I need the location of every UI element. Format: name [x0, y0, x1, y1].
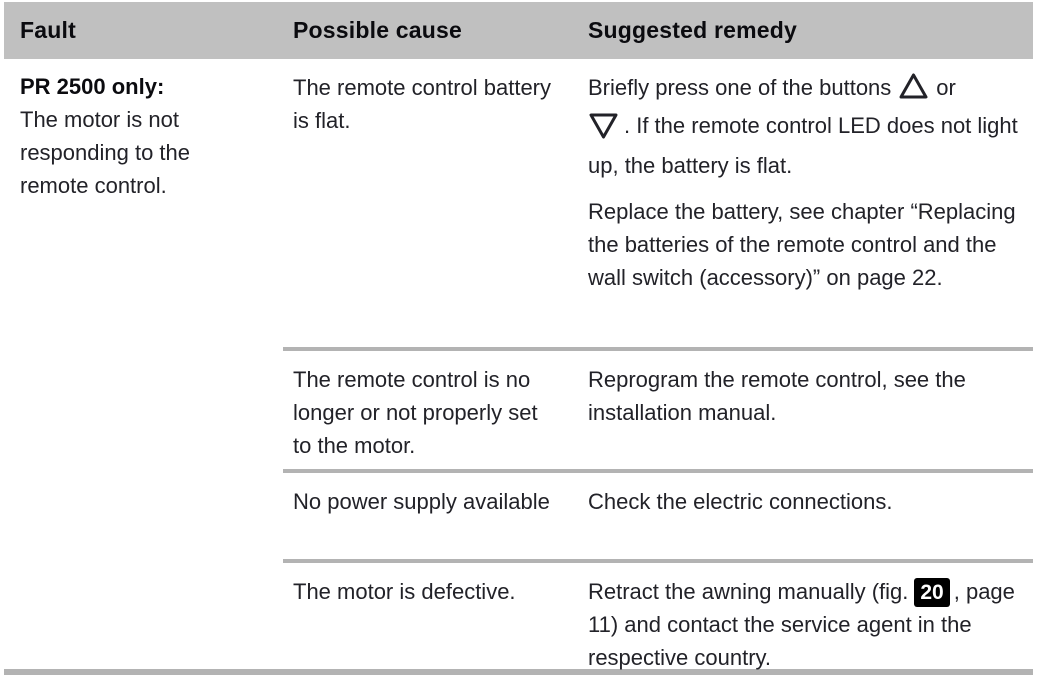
table-body: PR 2500 only: The motor is not respondin…: [4, 59, 1033, 670]
table-header-row: Fault Possible cause Suggested remedy: [4, 2, 1033, 59]
cause-text-row3: No power supply available: [293, 489, 550, 514]
cause-cell-row1: The remote control battery is flat.: [283, 59, 577, 347]
remedy-row4-paragraph: Retract the awning manually (fig.20, pag…: [588, 575, 1027, 674]
remedy-text-row3: Check the electric connections.: [588, 489, 893, 514]
remedy-row1-paragraph1: Briefly press one of the buttons or . If t…: [588, 71, 1027, 182]
cause-text-row1: The remote control battery is flat.: [293, 75, 552, 133]
troubleshooting-table: Fault Possible cause Suggested remedy PR…: [4, 2, 1033, 675]
cause-cell-row3: No power supply available: [283, 469, 577, 559]
table-bottom-rule: [4, 669, 1033, 675]
fault-model-title: PR 2500 only:: [20, 74, 165, 99]
remedy-text-row2: Reprogram the remote control, see the in…: [588, 367, 966, 425]
remedy-cell-row2: Reprogram the remote control, see the in…: [577, 347, 1033, 469]
remedy-row1-text-a: Briefly press one of the buttons: [588, 75, 892, 100]
remedy-row1-text-b: or: [936, 75, 956, 100]
cause-text-row4: The motor is defective.: [293, 579, 516, 604]
remedy-row1-paragraph2: Replace the battery, see chapter “Replac…: [588, 199, 1016, 290]
cause-text-row2: The remote control is no longer or not p…: [293, 367, 538, 458]
cause-cell-row4: The motor is defective.: [283, 559, 577, 669]
triangle-down-icon: [588, 112, 619, 149]
fault-cell: PR 2500 only: The motor is not respondin…: [4, 59, 283, 669]
remedy-row4-text-a: Retract the awning manually (fig.: [588, 579, 909, 604]
remedy-row1-text-c: . If the remote control LED does not lig…: [588, 113, 1018, 178]
header-fault: Fault: [20, 17, 76, 43]
remedy-cell-row4: Retract the awning manually (fig.20, pag…: [577, 559, 1033, 670]
remedy-row4-text-b: , page 11) and contact the service agent…: [588, 579, 1015, 670]
header-suggested-remedy: Suggested remedy: [588, 17, 797, 43]
triangle-up-icon: [898, 72, 929, 109]
fault-description: The motor is not responding to the remot…: [20, 107, 191, 198]
remedy-cell-row1: Briefly press one of the buttons or . If t…: [577, 59, 1033, 347]
figure-number-badge: 20: [914, 578, 950, 607]
remedy-cell-row3: Check the electric connections.: [577, 469, 1033, 559]
header-possible-cause: Possible cause: [293, 17, 462, 43]
cause-cell-row2: The remote control is no longer or not p…: [283, 347, 577, 469]
